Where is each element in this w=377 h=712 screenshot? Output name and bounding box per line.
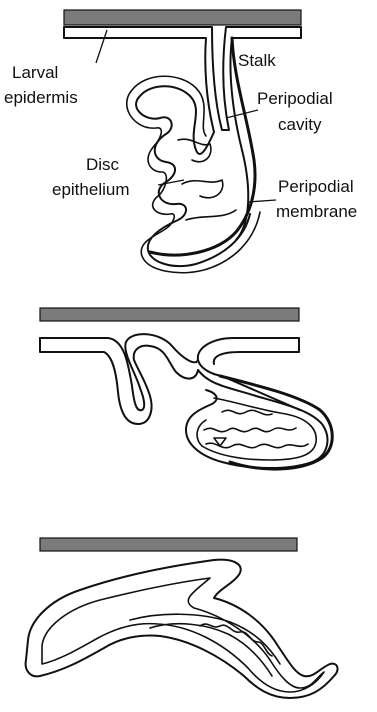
leader-disc-epithelium xyxy=(158,180,184,185)
label-disc-epithelium-line1: Disc xyxy=(86,155,120,174)
cuticle-bar-1 xyxy=(64,10,301,25)
label-peripodial-membrane-line1: Peripodial xyxy=(278,177,354,196)
label-stalk: Stalk xyxy=(238,51,276,70)
label-peripodial-membrane-line2: membrane xyxy=(276,202,357,221)
leader-larval-epidermis xyxy=(96,30,107,63)
label-larval-epidermis-line2: epidermis xyxy=(4,88,78,107)
disc-fold-2c xyxy=(222,410,272,415)
everted-disc-3-outer xyxy=(26,560,338,698)
everted-disc-3-inner xyxy=(42,578,324,692)
disc-epithelium-inner-1 xyxy=(127,76,260,272)
larval-epidermis-2-right-lower xyxy=(214,338,299,364)
larval-epidermis-2-right xyxy=(198,338,300,410)
disc-fold-1c xyxy=(186,210,236,220)
peripodial-membrane-1 xyxy=(150,38,255,255)
label-disc-epithelium-line2: epithelium xyxy=(52,180,130,199)
larval-epidermis-2-left xyxy=(40,338,198,424)
disc-epithelium-outer-1 xyxy=(136,86,250,266)
label-peripodial-cavity-line2: cavity xyxy=(278,115,322,134)
cuticle-bar-2 xyxy=(40,308,299,321)
label-peripodial-cavity-line1: Peripodial xyxy=(257,89,333,108)
disc-fold-1b xyxy=(182,180,223,198)
panel-2-everting-disc xyxy=(40,308,332,469)
panel-1-invaginated-disc: Larval epidermis Stalk Peripodial cavity… xyxy=(4,10,357,273)
disc-fold-2a xyxy=(204,428,296,432)
everted-disc-3-fold-middle xyxy=(150,624,272,676)
panel-3-everted-disc xyxy=(26,538,338,698)
leader-peripodial-cavity xyxy=(226,110,258,118)
label-larval-epidermis-line1: Larval xyxy=(12,63,58,82)
cuticle-bar-3 xyxy=(40,538,297,551)
larval-epidermis-1-lower xyxy=(64,27,214,132)
